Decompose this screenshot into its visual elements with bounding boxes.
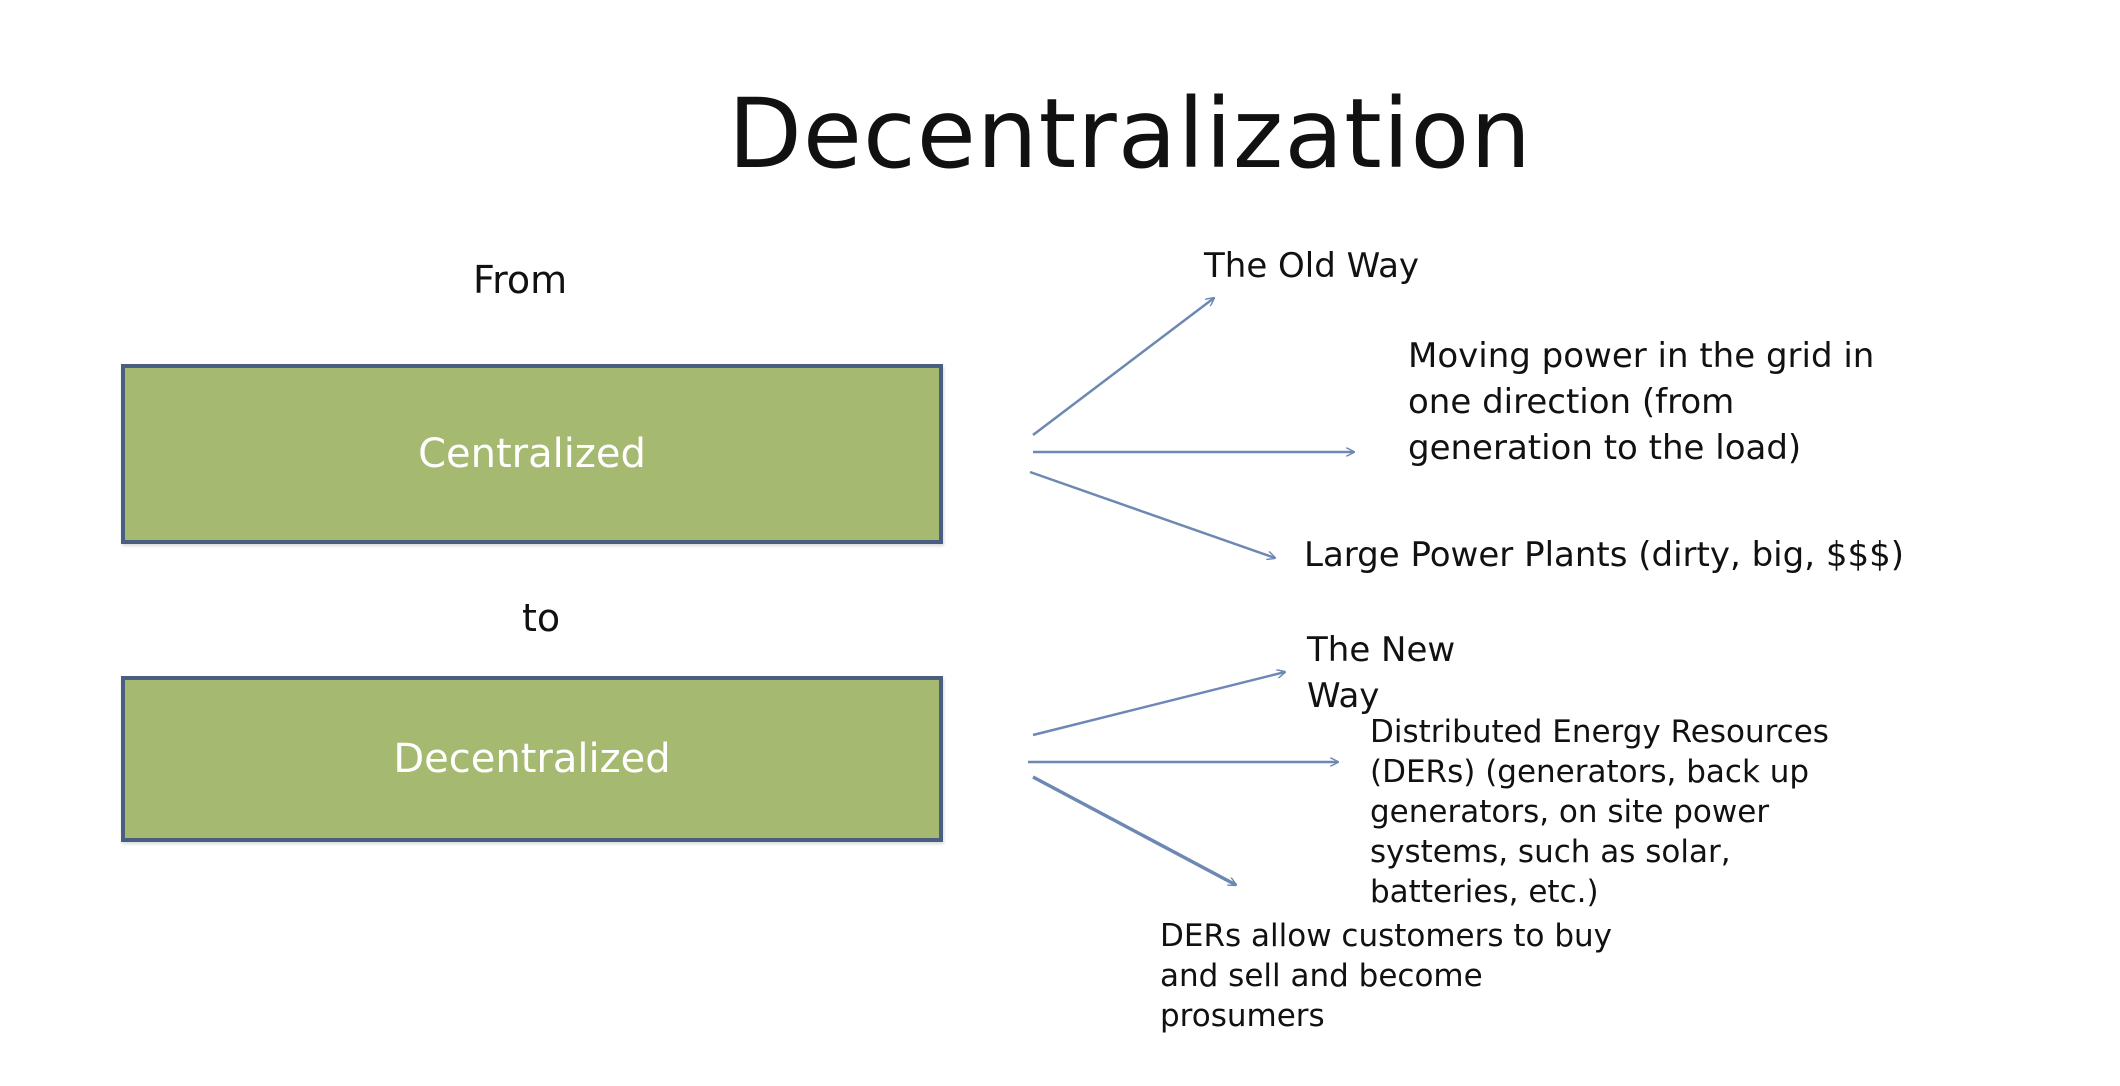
- arrow-prosumers: [1032, 775, 1236, 887]
- arrow-new-way: [1032, 672, 1285, 737]
- one-direction-text: Moving power in the grid in one directio…: [1408, 333, 1874, 471]
- text-line: and sell and become: [1160, 958, 1483, 994]
- text-line: generators, on site power: [1370, 794, 1770, 830]
- decentralized-box: Decentralized: [121, 676, 943, 842]
- text-line: Moving power in the grid in: [1408, 336, 1875, 376]
- to-label: to: [522, 596, 561, 640]
- large-power-plants-text: Large Power Plants (dirty, big, $$$): [1304, 535, 1904, 575]
- slide-title: Decentralization: [727, 78, 1533, 190]
- prosumers-text: DERs allow customers to buy and sell and…: [1160, 916, 1612, 1036]
- text-line: Distributed Energy Resources: [1370, 714, 1829, 750]
- text-line: The New: [1307, 630, 1456, 670]
- text-line: systems, such as solar,: [1370, 834, 1731, 870]
- text-line: Way: [1307, 676, 1380, 716]
- text-line: generation to the load): [1408, 428, 1802, 468]
- decentralized-box-label: Decentralized: [393, 736, 671, 782]
- centralized-box: Centralized: [121, 364, 943, 544]
- arrow-old-way: [1032, 298, 1214, 436]
- centralized-box-label: Centralized: [418, 431, 646, 477]
- arrow-large-plants: [1029, 470, 1275, 558]
- text-line: DERs allow customers to buy: [1160, 918, 1613, 954]
- text-line: one direction (from: [1408, 382, 1735, 422]
- from-label: From: [473, 258, 568, 302]
- text-line: batteries, etc.): [1370, 874, 1599, 910]
- old-way-heading: The Old Way: [1204, 246, 1420, 286]
- text-line: prosumers: [1160, 998, 1325, 1034]
- text-line: (DERs) (generators, back up: [1370, 754, 1810, 790]
- ders-text: Distributed Energy Resources (DERs) (gen…: [1370, 712, 1829, 912]
- new-way-heading: The New Way: [1307, 627, 1455, 719]
